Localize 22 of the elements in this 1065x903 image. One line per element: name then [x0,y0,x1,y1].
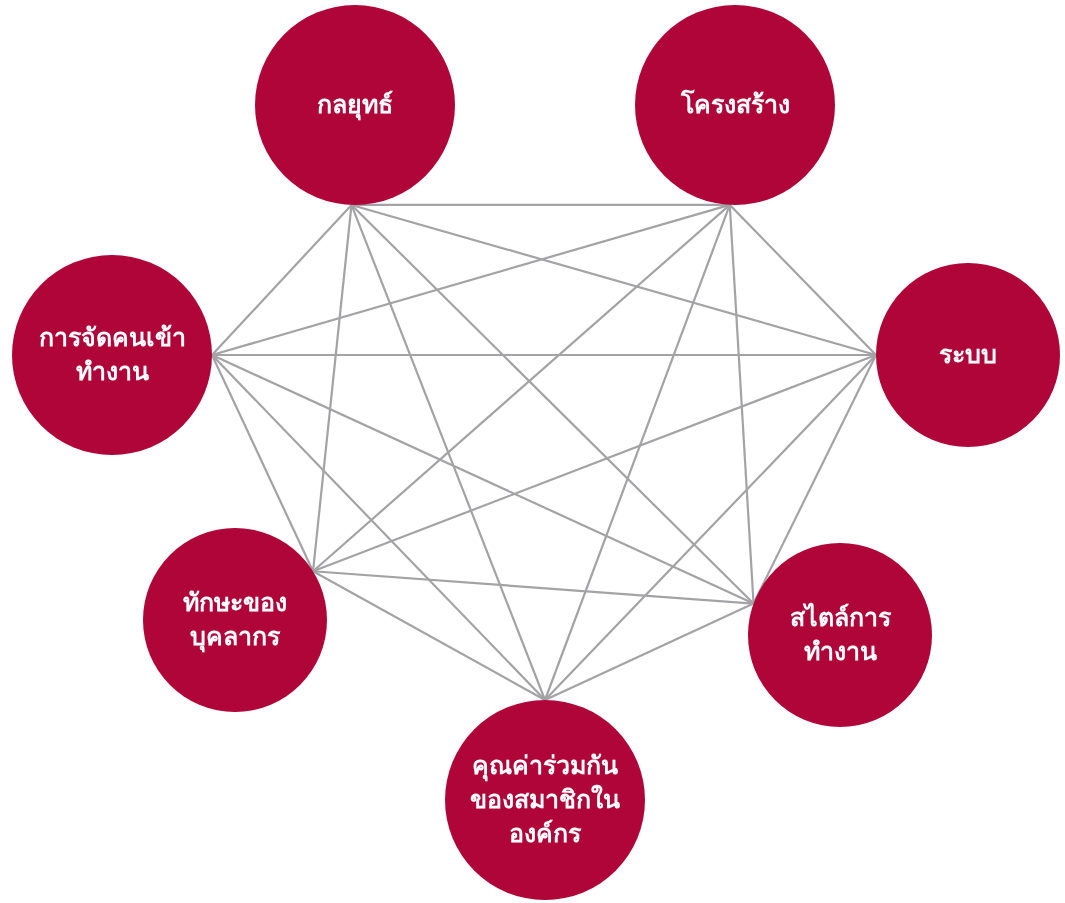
connector-line [312,204,731,573]
node-label: กลยุทธ์ [317,89,393,122]
connector-line [211,354,754,605]
connector-line [312,570,546,701]
connector-line [544,602,754,701]
connector-line [543,204,731,701]
node-label: การจัดคนเข้าทำงาน [37,322,187,388]
connector-line [312,353,877,573]
node-label: สไตล์การทำงาน [788,601,892,668]
connector-line [729,204,877,356]
connector-line [211,204,353,356]
connector-line [728,204,755,604]
connector-line [211,354,546,701]
node-label: โครงสร้าง [680,88,790,122]
connector-line [212,353,876,357]
connector-line [544,354,877,701]
node-label: ระบบ [939,339,997,372]
connector-line [311,204,353,572]
node-label: ทักษะของบุคลากร [182,587,288,654]
node-label: คุณค่าร่วมกันของสมาชิกในองค์กร [469,750,621,850]
connector-line [350,204,547,701]
connector-line [312,570,754,605]
